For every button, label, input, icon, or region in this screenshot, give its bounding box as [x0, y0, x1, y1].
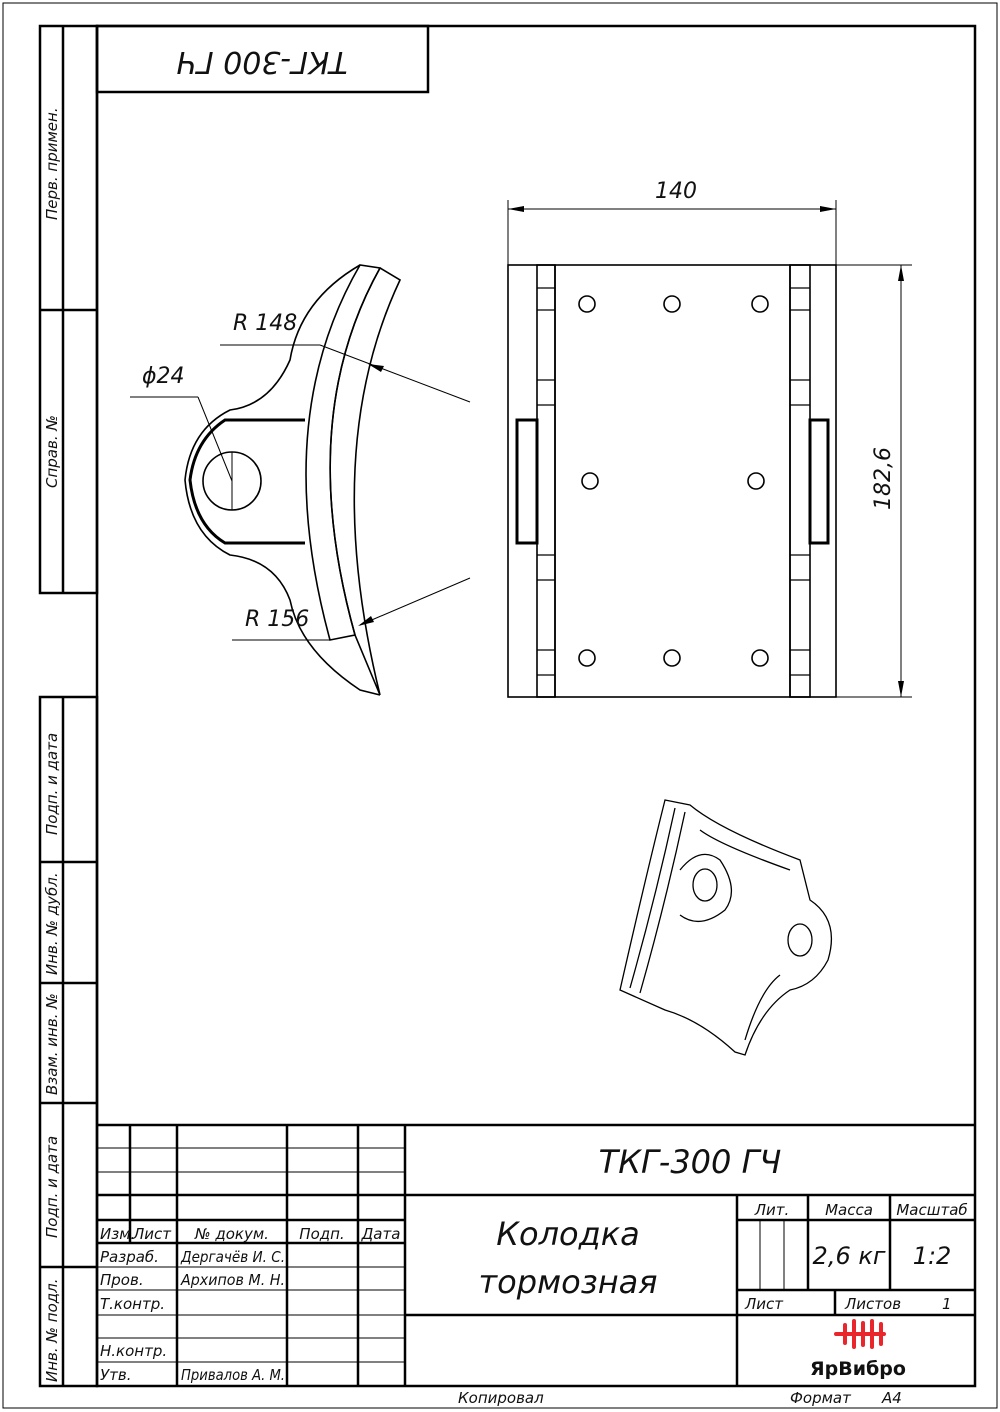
main-frame — [95, 24, 977, 1388]
strip-label-sprav-no: Справ. № — [43, 415, 61, 488]
top-designation-box — [95, 24, 430, 94]
footer-copied: Копировал — [458, 1389, 544, 1407]
header-doc-no: № докум. — [194, 1225, 269, 1243]
strip-label-perv-primen: Перв. примен. — [43, 107, 61, 220]
front-view — [507, 200, 912, 698]
mass-label: Масса — [825, 1201, 873, 1219]
strip-label-inv-podl: Инв. № подл. — [43, 1279, 61, 1382]
side-view — [130, 264, 471, 696]
lit-label: Лит. — [754, 1201, 790, 1219]
roles-list: Разраб. Дергачёв И. С. Пров. Архипов М. … — [100, 1248, 285, 1384]
dimension-arrows — [358, 206, 904, 697]
header-izm: Изм. — [100, 1225, 135, 1243]
sheet-label: Лист — [744, 1295, 784, 1313]
header-sign: Подп. — [299, 1225, 344, 1243]
dim-r-inner: R 148 — [233, 311, 297, 336]
strip-label-vzam-inv: Взам. инв. № — [43, 993, 61, 1095]
yarvibro-logo-icon — [834, 1319, 886, 1349]
strip-label-podp-data-1: Подп. и дата — [43, 733, 61, 835]
dim-height: 182,6 — [871, 447, 896, 510]
scale-value: 1:2 — [913, 1242, 952, 1270]
role-tkontr: Т.контр. — [100, 1295, 165, 1313]
footer-format-value: А4 — [881, 1389, 902, 1407]
footer-format-label: Формат — [790, 1389, 852, 1407]
dim-r-outer: R 156 — [245, 607, 309, 632]
title-block-grid — [97, 1123, 975, 1386]
title-designation: ТКГ-300 ГЧ — [599, 1143, 782, 1181]
sheets-label: Листов — [844, 1295, 901, 1313]
isometric-view — [619, 799, 832, 1056]
left-strip — [38, 24, 99, 1388]
strip-label-podp-data-2: Подп. и дата — [43, 1136, 61, 1238]
part-name-line-2: тормозная — [478, 1263, 657, 1301]
name-prov: Архипов М. Н. — [180, 1271, 285, 1289]
sheets-value: 1 — [942, 1295, 952, 1313]
name-utv: Привалов А. М. — [181, 1366, 285, 1384]
dim-diameter: ϕ24 — [142, 364, 185, 389]
role-razrab: Разраб. — [100, 1248, 159, 1266]
top-designation-text: ТКГ-300 ГЧ — [176, 44, 347, 79]
header-list: Лист — [132, 1225, 172, 1243]
part-name-line-1: Колодка — [496, 1215, 639, 1253]
scale-label: Масштаб — [896, 1201, 967, 1219]
name-razrab: Дергачёв И. С. — [180, 1248, 285, 1266]
mass-value: 2,6 кг — [813, 1242, 886, 1270]
header-date: Дата — [361, 1225, 401, 1243]
role-prov: Пров. — [100, 1271, 144, 1289]
dim-width: 140 — [655, 179, 697, 204]
role-nkontr: Н.контр. — [100, 1342, 167, 1360]
logo-text: ЯрВибро — [810, 1358, 906, 1380]
strip-label-inv-dubl: Инв. № дубл. — [43, 872, 61, 975]
role-utv: Утв. — [100, 1366, 132, 1384]
